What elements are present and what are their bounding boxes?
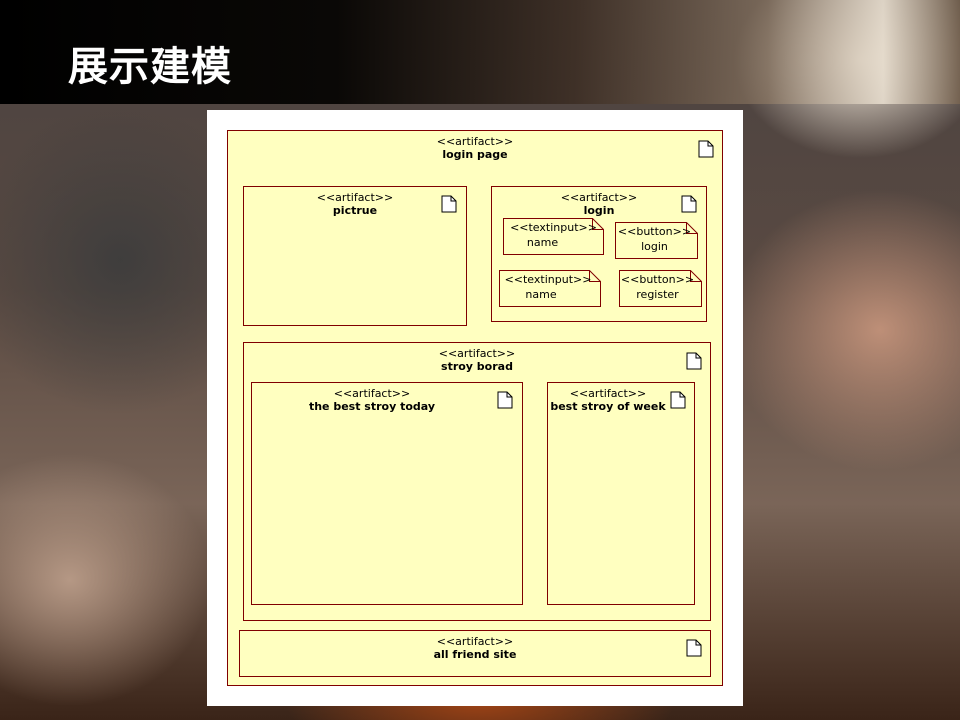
artifact-stereotype: <<artifact>> — [569, 387, 647, 400]
artifact-stereotype: <<artifact>> — [333, 387, 411, 400]
note-stereotype: <<textinput>> — [504, 273, 592, 286]
artifact-best-story-today[interactable]: <<artifact>> the best stroy today — [251, 382, 523, 605]
artifact-name: stroy borad — [441, 360, 513, 373]
document-icon — [441, 195, 457, 213]
note-stereotype: <<button>> — [620, 273, 695, 286]
note-stereotype: <<button>> — [617, 225, 692, 238]
artifact-name: login page — [442, 148, 508, 161]
artifact-stereotype: <<artifact>> — [560, 191, 638, 204]
login-button[interactable]: <<button>> login — [615, 222, 698, 259]
artifact-stereotype: <<artifact>> — [436, 135, 514, 148]
register-button[interactable]: <<button>> register — [619, 270, 702, 307]
artifact-stereotype: <<artifact>> — [436, 635, 514, 648]
artifact-login[interactable]: <<artifact>> login <<textinput>> name <<… — [491, 186, 707, 322]
document-icon — [670, 391, 686, 409]
document-icon — [686, 639, 702, 657]
artifact-picture[interactable]: <<artifact>> pictrue — [243, 186, 467, 326]
artifact-best-story-week[interactable]: <<artifact>> best stroy of week — [547, 382, 695, 605]
artifact-friend-site[interactable]: <<artifact>> all friend site — [239, 630, 711, 677]
note-label: name — [525, 288, 557, 301]
note-shape — [503, 218, 604, 255]
note-label: register — [636, 288, 679, 301]
document-icon — [686, 352, 702, 370]
artifact-name: best stroy of week — [550, 400, 666, 413]
textinput-name-field-2[interactable]: <<textinput>> name — [499, 270, 601, 307]
diagram-canvas: <<artifact>> login page <<artifact>> pic… — [207, 110, 743, 706]
artifact-name: all friend site — [433, 648, 517, 661]
note-label: name — [526, 236, 559, 249]
artifact-stereotype: <<artifact>> — [438, 347, 516, 360]
note-shape — [499, 270, 601, 307]
note-shape — [619, 270, 702, 307]
note-shape — [615, 222, 698, 259]
slide-title: 展示建模 — [68, 44, 232, 90]
note-stereotype: <<textinput>> — [510, 221, 597, 234]
textinput-name-field[interactable]: <<textinput>> name — [503, 218, 604, 255]
document-icon — [681, 195, 697, 213]
document-icon — [497, 391, 513, 409]
artifact-name: login — [583, 204, 615, 217]
note-label: login — [641, 240, 668, 253]
slide-title-bar: 展示建模 — [0, 0, 960, 104]
artifact-name: pictrue — [332, 204, 378, 217]
artifact-name: the best stroy today — [308, 400, 436, 413]
artifact-story-board[interactable]: <<artifact>> stroy borad <<artifact>> th… — [243, 342, 711, 621]
document-icon — [698, 140, 714, 158]
artifact-stereotype: <<artifact>> — [316, 191, 394, 204]
